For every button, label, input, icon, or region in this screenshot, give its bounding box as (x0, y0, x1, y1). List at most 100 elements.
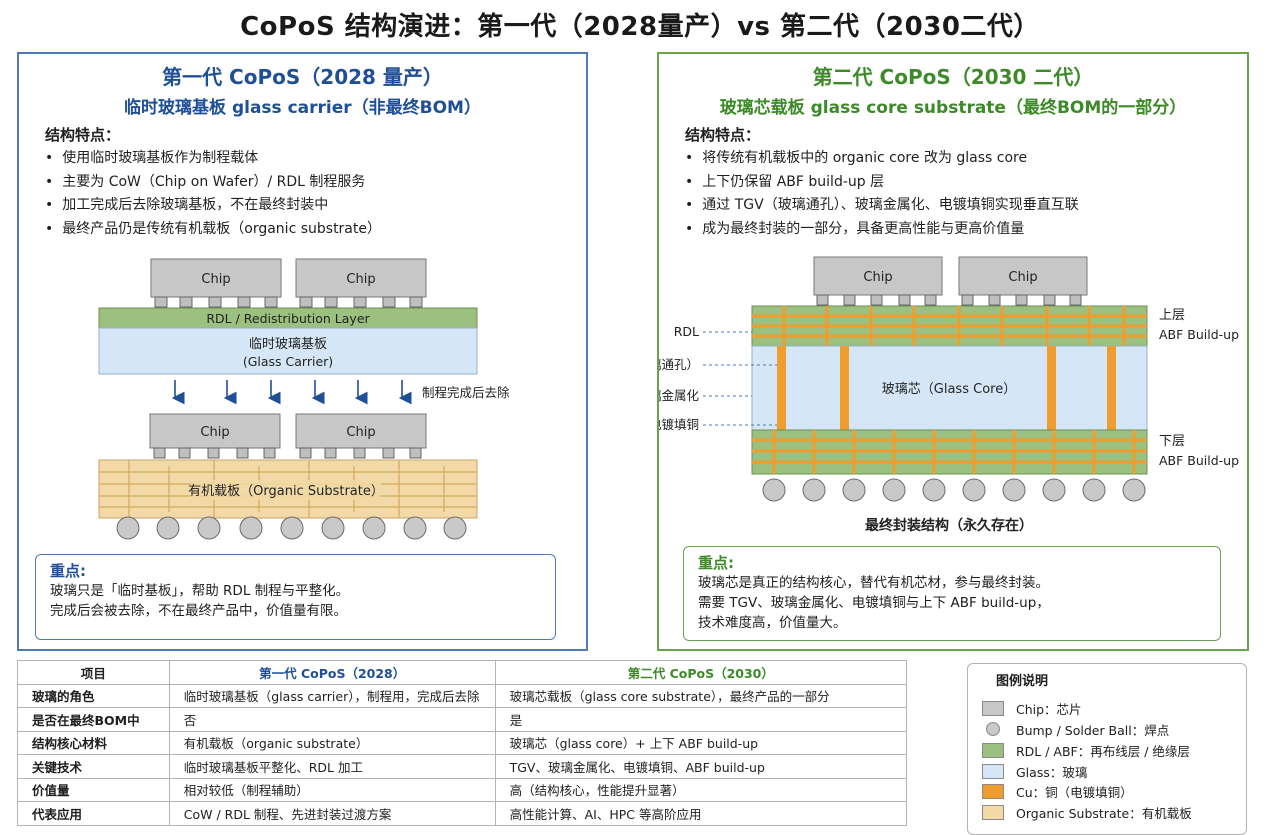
callout-tgv: TGV（玻璃通孔） (659, 357, 699, 372)
gen2-feature: 将传统有机载板中的 organic core 改为 glass core (685, 147, 1079, 171)
glass-core (751, 345, 1148, 431)
legend-title: 图例说明 (996, 674, 1049, 689)
chip-label: Chip (200, 425, 229, 440)
table-row: 价值量 相对较低（制程辅助） 高（结构核心，性能提升显著） (17, 777, 908, 802)
gen2-features-heading: 结构特点： (685, 126, 761, 144)
table-cell: 临时玻璃基板平整化、RDL 加工 (168, 754, 496, 779)
table-cell: CoW / RDL 制程、先进封装过渡方案 (168, 801, 496, 826)
gen1-feature: 最终产品仍是传统有机载板（organic substrate） (45, 218, 381, 242)
cu-swatch-icon (982, 783, 1004, 799)
lower-layer-sublabel: ABF Build-up (1159, 453, 1239, 468)
glass-carrier (98, 327, 478, 375)
table-cell: 高性能计算、AI、HPC 等高阶应用 (494, 801, 908, 826)
gen1-key-title: 重点: (50, 562, 86, 580)
gen1-feature: 主要为 CoW（Chip on Wafer）/ RDL 制程服务 (45, 171, 381, 195)
legend-label: RDL / ABF：再布线层 / 绝缘层 (1016, 743, 1190, 759)
table-header-row: 项目 第一代 CoPoS（2028） 第二代 CoPoS（2030） (17, 660, 908, 685)
legend-label: Cu：铜（电镀填铜） (1016, 784, 1133, 800)
legend-label: Bump / Solder Ball：焊点 (1016, 722, 1170, 738)
final-package-caption: 最终封装结构（永久存在） (865, 517, 1033, 534)
table-cell: 玻璃芯载板（glass core substrate），最终产品的一部分 (494, 683, 908, 708)
glass-carrier-label: 临时玻璃基板 (249, 337, 327, 352)
comparison-table: 项目 第一代 CoPoS（2028） 第二代 CoPoS（2030） 玻璃的角色… (17, 660, 908, 826)
table-cell: 有机载板（organic substrate） (168, 730, 496, 755)
gen2-key-box: 重点: 玻璃芯是真正的结构核心，替代有机芯材，参与最终封装。 需要 TGV、玻璃… (683, 546, 1221, 641)
micro-bumps (816, 294, 1082, 306)
table-cell: 是否在最终BOM中 (17, 707, 170, 732)
chip-label: Chip (201, 272, 230, 287)
callout-metallization: 玻璃金属化 (659, 388, 699, 403)
table-cell: 价值量 (17, 777, 170, 802)
chip-icon (813, 256, 943, 296)
gen2-title: 第二代 CoPoS（2030 二代） (812, 65, 1094, 89)
upper-layer-sublabel: ABF Build-up (1159, 327, 1239, 342)
callout-rdl: RDL (674, 324, 699, 339)
gen2-feature: 通过 TGV（玻璃通孔）、玻璃金属化、电镀填铜实现垂直互联 (685, 194, 1078, 218)
table-cell: 临时玻璃基板（glass carrier），制程用，完成后去除 (168, 683, 496, 708)
table-cell: 玻璃的角色 (17, 683, 170, 708)
organic-swatch-icon (982, 804, 1004, 820)
chip-swatch-icon (982, 700, 1004, 716)
lower-layer-label: 下层 (1159, 434, 1185, 449)
gen1-features-list: 使用临时玻璃基板作为制程载体 主要为 CoW（Chip on Wafer）/ R… (45, 147, 381, 241)
legend-item: Cu：铜（电镀填铜） (982, 782, 1133, 800)
legend-item: Bump / Solder Ball：焊点 (982, 720, 1169, 738)
gen1-features-heading: 结构特点： (45, 126, 121, 144)
legend-item: Chip：芯片 (982, 699, 1082, 717)
table-cell: 高（结构核心，性能提升显著） (494, 777, 908, 802)
organic-substrate-label: 有机载板（Organic Substrate） (188, 484, 384, 499)
chip-label: Chip (346, 272, 375, 287)
table-cell: 是 (494, 707, 908, 732)
gen1-key-box: 重点: 玻璃只是「临时基板」，帮助 RDL 制程与平整化。 完成后会被去除，不在… (35, 554, 556, 640)
gen1-key-line: 玻璃只是「临时基板」，帮助 RDL 制程与平整化。 (50, 583, 350, 599)
gen1-feature: 加工完成后去除玻璃基板，不在最终封装中 (45, 194, 381, 218)
chip-label: Chip (863, 270, 892, 285)
rdl-label: RDL / Redistribution Layer (206, 311, 370, 326)
gen2-features-list: 将传统有机载板中的 organic core 改为 glass core 上下仍… (685, 147, 1079, 241)
legend-item: RDL / ABF：再布线层 / 绝缘层 (982, 741, 1190, 759)
gen2-subtitle: 玻璃芯载板 glass core substrate（最终BOM的一部分） (719, 98, 1187, 118)
callout-cu-fill: 电镀填铜 (659, 417, 699, 432)
gen2-panel: 第二代 CoPoS（2030 二代） 玻璃芯载板 glass core subs… (657, 52, 1249, 651)
chip-label: Chip (1008, 270, 1037, 285)
gen1-panel: 第一代 CoPoS（2028 量产） 临时玻璃基板 glass carrier（… (17, 52, 588, 651)
table-cell: 代表应用 (17, 801, 170, 826)
gen1-feature: 使用临时玻璃基板作为制程载体 (45, 147, 381, 171)
gen1-subtitle: 临时玻璃基板 glass carrier（非最终BOM） (124, 98, 481, 118)
solder-balls (116, 516, 467, 540)
lower-rdl-traces (752, 430, 1147, 474)
remove-note: 制程完成后去除 (422, 385, 510, 400)
gen2-key-line: 需要 TGV、玻璃金属化、电镀填铜与上下 ABF build-up， (698, 595, 1050, 611)
chip-icon (150, 258, 282, 298)
rdl-swatch-icon (982, 742, 1004, 758)
upper-rdl-traces (752, 306, 1147, 346)
table-cell: 关键技术 (17, 754, 170, 779)
legend-box: 图例说明 Chip：芯片 Bump / Solder Ball：焊点 RDL /… (967, 663, 1247, 835)
legend-item: Glass：玻璃 (982, 762, 1087, 780)
solder-ball-swatch-icon (986, 722, 1000, 736)
table-header: 第二代 CoPoS（2030） (494, 660, 908, 685)
main-title: CoPoS 结构演进：第一代（2028量产）vs 第二代（2030二代） (240, 12, 1040, 42)
legend-label: Organic Substrate：有机载板 (1016, 805, 1192, 821)
table-header: 项目 (17, 660, 170, 685)
table-row: 玻璃的角色 临时玻璃基板（glass carrier），制程用，完成后去除 玻璃… (17, 683, 908, 708)
legend-item: Organic Substrate：有机载板 (982, 803, 1192, 821)
chip-icon (149, 413, 281, 449)
chip-icon (295, 413, 427, 449)
glass-carrier-sublabel: (Glass Carrier) (243, 354, 333, 369)
table-row: 是否在最终BOM中 否 是 (17, 707, 908, 732)
table-row: 结构核心材料 有机载板（organic substrate） 玻璃芯（glass… (17, 730, 908, 755)
tgv-vias (777, 346, 1116, 430)
gen1-structure-diagram: Chip Chip RDL / Redistribution Layer 临时玻… (98, 258, 510, 540)
remove-arrows (171, 380, 412, 405)
gen2-key-title: 重点: (698, 554, 734, 572)
solder-balls (762, 478, 1146, 502)
table-cell: 玻璃芯（glass core）+ 上下 ABF build-up (494, 730, 908, 755)
legend-label: Chip：芯片 (1016, 701, 1082, 717)
legend-label: Glass：玻璃 (1016, 764, 1088, 780)
table-row: 关键技术 临时玻璃基板平整化、RDL 加工 TGV、玻璃金属化、电镀填铜、ABF… (17, 754, 908, 779)
table-row: 代表应用 CoW / RDL 制程、先进封装过渡方案 高性能计算、AI、HPC … (17, 801, 908, 826)
gen1-key-line: 完成后会被去除，不在最终产品中，价值量有限。 (50, 603, 347, 619)
table-header: 第一代 CoPoS（2028） (168, 660, 496, 685)
table-cell: 否 (168, 707, 496, 732)
